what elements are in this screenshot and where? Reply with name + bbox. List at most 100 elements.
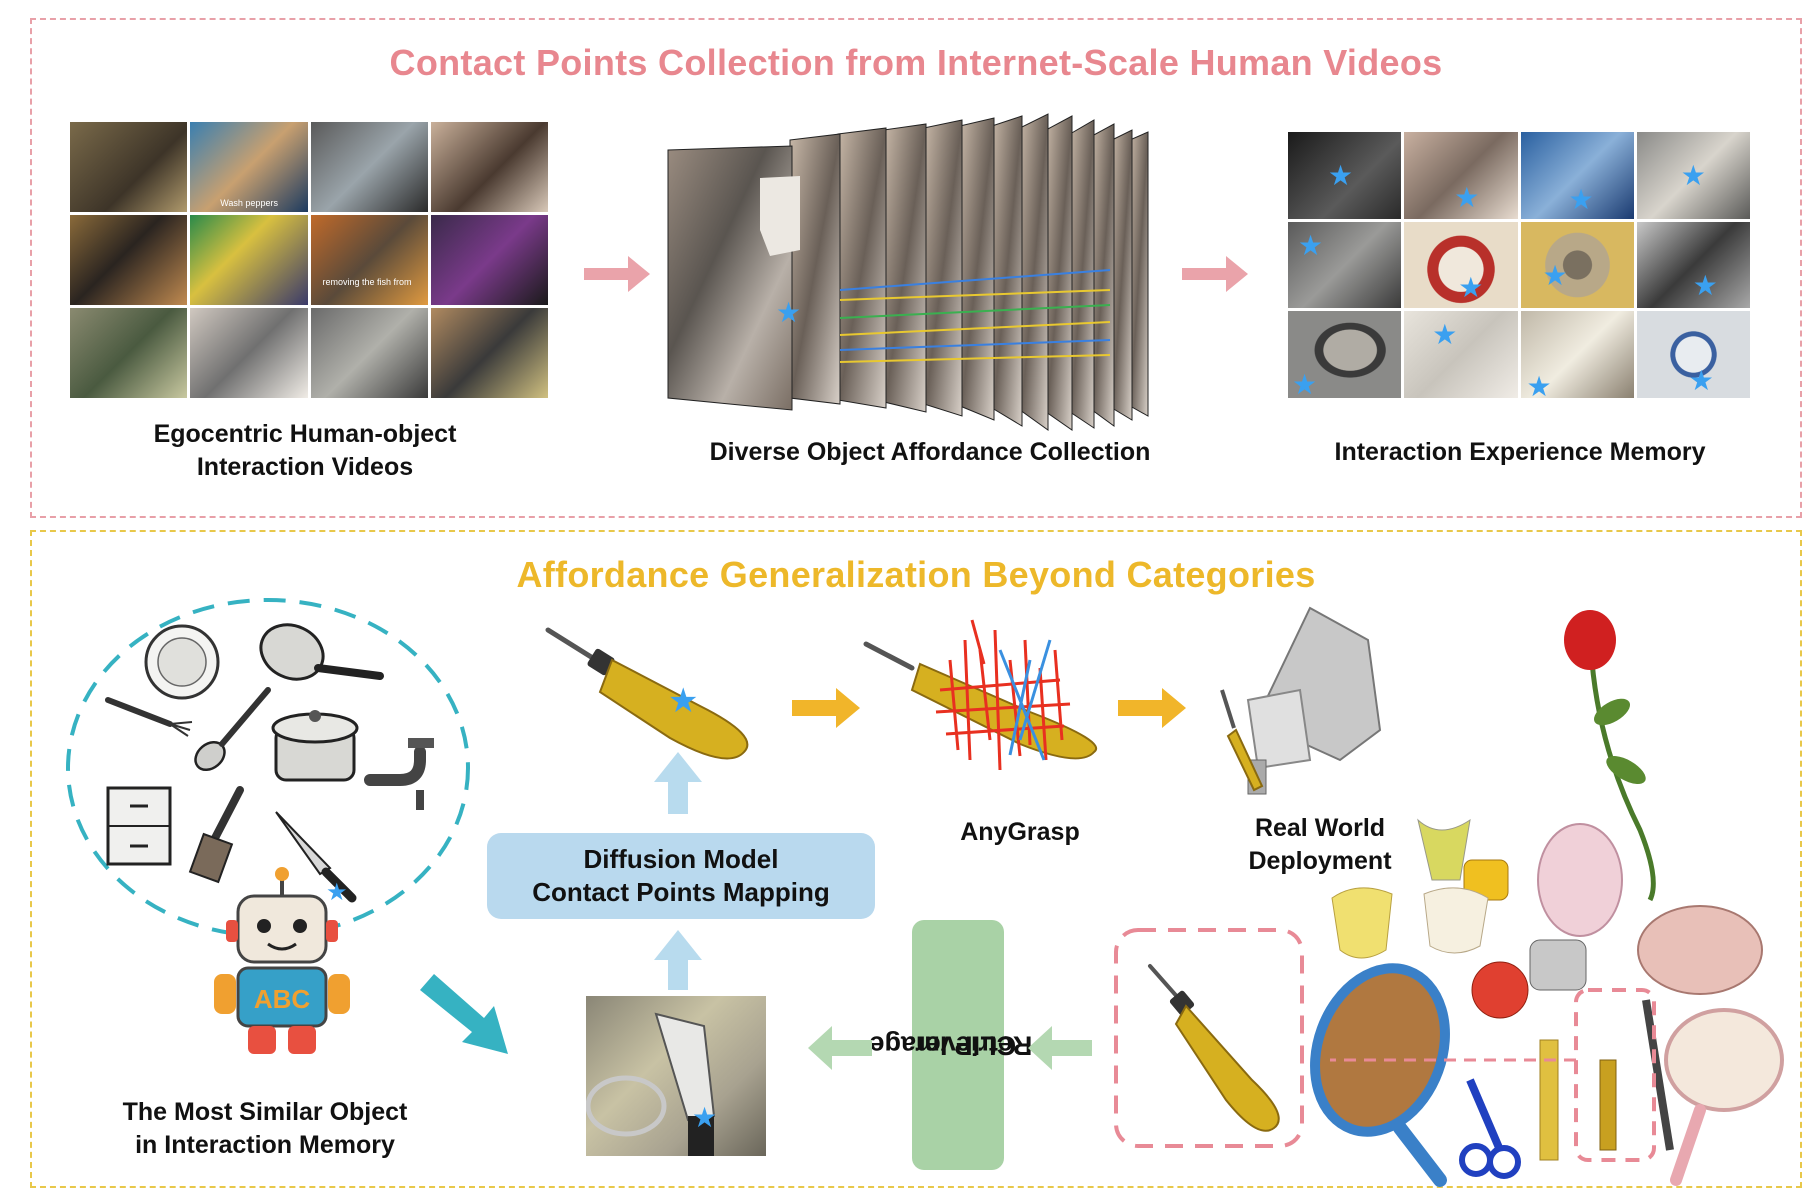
memory-thumbnail: ★ xyxy=(1288,132,1402,219)
memory-thumbnail: ★ xyxy=(1520,132,1634,219)
video-thumbnail xyxy=(70,308,188,398)
arrow-up-icon xyxy=(654,930,702,990)
video-thumbnail xyxy=(310,122,428,212)
similar-object-caption: The Most Similar Object in Interaction M… xyxy=(70,1096,460,1162)
video-thumbnail xyxy=(430,215,548,305)
robot-icon xyxy=(214,867,350,1054)
pan-icon xyxy=(259,623,384,681)
knife-icon xyxy=(586,1012,716,1156)
star-icon: ★ xyxy=(692,1102,718,1133)
diffusion-line1: Diffusion Model xyxy=(583,844,779,874)
knife-icon xyxy=(275,811,357,903)
screwdriver-icon xyxy=(1148,964,1280,1132)
star-icon: ★ xyxy=(1526,371,1552,398)
star-icon: ★ xyxy=(1328,160,1354,191)
similar-caption-line2: in Interaction Memory xyxy=(135,1131,395,1159)
arrow-left-icon xyxy=(1028,1026,1092,1070)
video-thumbnail: removing the fish from xyxy=(310,215,428,305)
video-thumbnail xyxy=(70,122,188,212)
fork-icon xyxy=(105,697,193,737)
diverse-caption: Diverse Object Affordance Collection xyxy=(709,438,1151,466)
video-thumbnail xyxy=(430,308,548,398)
star-icon: ★ xyxy=(668,681,698,721)
video-thumbnail xyxy=(190,308,308,398)
bottom-panel-title: Affordance Generalization Beyond Categor… xyxy=(516,554,1316,595)
cabinet-icon xyxy=(106,786,172,866)
kitchenware-icon xyxy=(1310,818,1784,1187)
rose-icon xyxy=(1564,610,1656,902)
egocentric-caption-line1: Egocentric Human-object xyxy=(153,420,457,448)
memory-thumbnail: ★ xyxy=(1288,311,1402,398)
top-panel-title: Contact Points Collection from Internet-… xyxy=(389,42,1443,83)
memory-thumbnail: ★ xyxy=(1520,311,1634,398)
video-thumbnail xyxy=(70,215,188,305)
arrow-left-icon xyxy=(808,1026,872,1070)
memory-thumbnail: ★ xyxy=(1636,132,1750,219)
brush-icon xyxy=(188,786,244,884)
memory-thumbnail: ★ xyxy=(1404,311,1518,398)
video-thumbnail: Wash peppers xyxy=(190,122,308,212)
retrieved-knife-image: ★ xyxy=(586,996,766,1156)
video-thumbnail xyxy=(430,122,548,212)
star-icon: ★ xyxy=(1542,259,1568,291)
star-icon: ★ xyxy=(326,878,348,906)
real-world-line2: Deployment xyxy=(1248,847,1392,875)
memory-thumbnail: ★ xyxy=(1404,132,1518,219)
screwdriver-icon xyxy=(545,627,749,760)
plate-icon xyxy=(144,624,220,700)
memory-thumbnail: ★ xyxy=(1636,221,1750,309)
diffusion-model-box: Diffusion Model Contact Points Mapping xyxy=(487,833,875,919)
robot-chest-text: ABC xyxy=(254,984,311,1014)
video-overlay-text: removing the fish from xyxy=(322,277,412,287)
clip-retriever-box: CLIP Image Retriever xyxy=(869,920,1032,1170)
diffusion-line2: Contact Points Mapping xyxy=(532,877,830,907)
egocentric-caption: Egocentric Human-object Interaction Vide… xyxy=(100,418,510,484)
star-icon: ★ xyxy=(1692,269,1718,301)
anygrasp-caption: AnyGrasp xyxy=(960,818,1080,846)
star-icon: ★ xyxy=(1292,369,1318,398)
star-icon: ★ xyxy=(1432,319,1458,351)
memory-caption: Interaction Experience Memory xyxy=(1334,438,1706,466)
arrow-diagonal-icon xyxy=(420,974,508,1054)
video-thumbnail xyxy=(310,308,428,398)
faucet-icon xyxy=(364,738,434,810)
arrow-right-icon xyxy=(1182,256,1248,292)
memory-thumbnail: ★ xyxy=(1520,221,1634,309)
star-icon: ★ xyxy=(1454,182,1480,213)
real-world-line1: Real World xyxy=(1254,814,1386,842)
top-panel: Contact Points Collection from Internet-… xyxy=(30,18,1802,518)
grasp-poses xyxy=(935,619,1071,771)
spoon-icon xyxy=(194,687,271,772)
star-icon: ★ xyxy=(1688,365,1714,397)
bottom-panel: Affordance Generalization Beyond Categor… xyxy=(30,530,1802,1188)
memory-thumbnail: ★ xyxy=(1404,221,1518,309)
video-thumbnail xyxy=(190,215,308,305)
star-icon: ★ xyxy=(1680,160,1706,191)
screwdriver-icon xyxy=(1220,689,1264,792)
star-icon: ★ xyxy=(1298,229,1324,261)
egocentric-caption-line2: Interaction Videos xyxy=(196,453,414,481)
real-world-caption: Real World Deployment xyxy=(1200,812,1440,878)
query-object-box xyxy=(1114,928,1304,1148)
pot-icon xyxy=(271,710,359,782)
arrow-up-icon xyxy=(654,752,702,814)
memory-thumbnail: ★ xyxy=(1288,221,1402,309)
similar-caption-line1: The Most Similar Object xyxy=(122,1098,408,1126)
star-icon: ★ xyxy=(1568,184,1594,215)
arrow-right-icon xyxy=(1118,688,1186,728)
arrow-right-icon xyxy=(792,688,860,728)
arrow-right-icon xyxy=(584,256,650,292)
star-icon: ★ xyxy=(1458,271,1484,303)
frame-stack xyxy=(667,113,1149,431)
egocentric-video-grid: Wash peppers removing the fish from xyxy=(70,122,548,398)
highlight-box xyxy=(1574,988,1656,1162)
